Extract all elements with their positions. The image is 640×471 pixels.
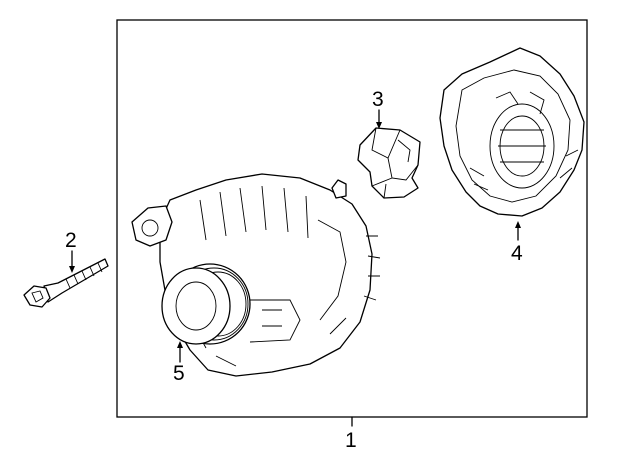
bolt-part (23, 258, 109, 308)
callout-arrow-2 (69, 266, 75, 273)
callout-label-1: 1 (345, 429, 357, 452)
callout-arrow-3 (376, 122, 382, 129)
callout-label-5: 5 (173, 362, 185, 385)
callout-label-2: 2 (65, 229, 77, 252)
callout-arrow-4 (515, 221, 521, 228)
regulator-part (357, 127, 421, 199)
rear-cover-part (439, 47, 585, 217)
callout-arrow-5 (177, 341, 183, 348)
pulley-part (161, 263, 251, 345)
alternator-body (131, 173, 381, 377)
callout-label-4: 4 (511, 242, 523, 265)
callout-label-3: 3 (372, 88, 384, 111)
